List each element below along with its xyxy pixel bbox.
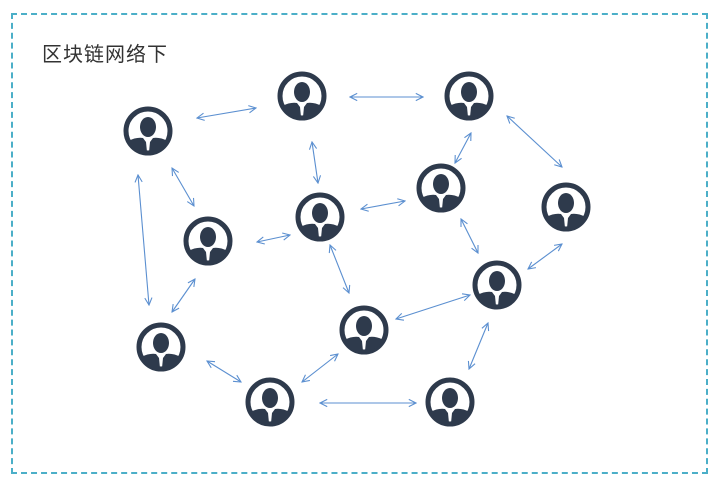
user-node-icon	[475, 263, 519, 307]
diagram-title: 区块链网络下	[42, 42, 168, 66]
bidirectional-arrow	[507, 116, 562, 167]
bidirectional-arrow	[197, 108, 256, 118]
bidirectional-arrow	[257, 235, 290, 242]
bidirectional-arrow	[461, 219, 478, 253]
user-node-icon	[342, 308, 386, 352]
bidirectional-arrow	[138, 175, 149, 305]
user-node-icon	[248, 380, 292, 424]
bidirectional-arrow	[172, 168, 194, 206]
bidirectional-arrow	[469, 323, 488, 369]
dashed-frame	[11, 13, 708, 474]
user-node-icon	[419, 166, 463, 210]
bidirectional-arrow	[361, 201, 405, 209]
user-node-icon	[280, 74, 324, 118]
user-node-icon	[139, 325, 183, 369]
user-node-icon	[447, 74, 491, 118]
user-node-icon	[298, 195, 342, 239]
user-node-icon	[544, 185, 588, 229]
bidirectional-arrow	[172, 279, 195, 312]
connection-arrows	[138, 97, 562, 403]
bidirectional-arrow	[396, 295, 470, 319]
bidirectional-arrow	[528, 244, 562, 269]
user-node-icon	[428, 380, 472, 424]
bidirectional-arrow	[455, 133, 471, 163]
user-node-icon	[126, 109, 170, 153]
bidirectional-arrow	[302, 354, 338, 382]
bidirectional-arrow	[312, 142, 318, 183]
user-node-icon	[186, 219, 230, 263]
bidirectional-arrow	[330, 245, 349, 293]
bidirectional-arrow	[207, 361, 241, 382]
